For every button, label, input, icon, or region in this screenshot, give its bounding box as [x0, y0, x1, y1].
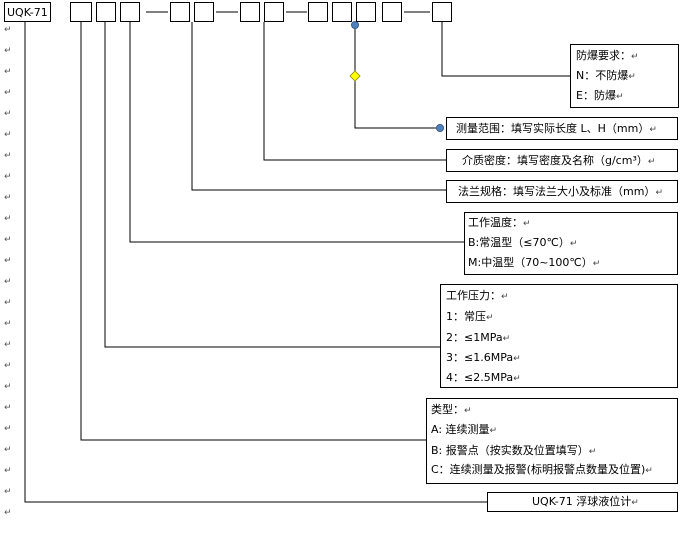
paragraph-mark: ↵ — [4, 277, 12, 287]
paragraph-mark: ↵ — [4, 256, 12, 266]
temperature-box: 工作温度：↵ B:常温型（≤70℃）↵ M:中温型（70~100℃）↵ — [464, 212, 678, 275]
paragraph-mark: ↵ — [4, 88, 12, 98]
code-slot-pressure — [96, 2, 116, 22]
explosion-box: 防爆要求：↵ N：不防爆↵ E：防爆↵ — [570, 44, 679, 108]
type-option-a: A: 连续测量↵ — [431, 423, 498, 436]
type-connector — [80, 22, 426, 441]
code-slot-temperature — [120, 2, 140, 22]
paragraph-mark: ↵ — [4, 445, 12, 455]
product-connector — [24, 22, 487, 503]
code-slot-range-4 — [382, 2, 402, 22]
paragraph-mark: ↵ — [4, 361, 12, 371]
explosion-option-e: E：防爆↵ — [576, 89, 624, 102]
explosion-connector — [441, 22, 570, 77]
flange-text: 法兰规格：填写法兰大小及标准（mm）↵ — [458, 185, 663, 198]
density-box: 介质密度：填写密度及名称（g/cm³）↵ — [446, 149, 678, 172]
paragraph-mark: ↵ — [4, 487, 12, 497]
code-slot-range-2 — [332, 2, 352, 22]
flange-connector — [191, 22, 446, 191]
type-option-c: C：连续测量及报警(标明报警点数量及位置)↵ — [431, 463, 653, 476]
paragraph-mark: ↵ — [4, 46, 12, 56]
density-connector — [263, 22, 446, 161]
explosion-title: 防爆要求：↵ — [576, 49, 639, 62]
connector-dot — [436, 124, 444, 132]
paragraph-mark: ↵ — [4, 319, 12, 329]
pressure-connector — [104, 22, 440, 348]
code-slot-range — [308, 2, 328, 22]
pressure-option-4: 4：≤2.5MPa↵ — [446, 371, 521, 384]
paragraph-mark: ↵ — [4, 193, 12, 203]
code-slot-type — [70, 2, 92, 22]
paragraph-mark: ↵ — [4, 172, 12, 182]
paragraph-mark: ↵ — [4, 25, 12, 35]
paragraph-mark: ↵ — [4, 151, 12, 161]
paragraph-mark: ↵ — [4, 298, 12, 308]
connector-dot — [351, 21, 359, 29]
paragraph-mark: ↵ — [4, 67, 12, 77]
temperature-option-b: B:常温型（≤70℃）↵ — [468, 236, 578, 249]
model-code: UQK-71 — [7, 6, 48, 19]
paragraph-mark: ↵ — [4, 109, 12, 119]
connector-diamond — [349, 70, 361, 82]
paragraph-mark: ↵ — [4, 340, 12, 350]
type-option-b: B: 报警点（按实数及位置填写）↵ — [431, 444, 597, 457]
paragraph-mark: ↵ — [4, 424, 12, 434]
pressure-title: 工作压力：↵ — [446, 289, 509, 302]
model-code-box: UQK-71 — [4, 2, 51, 22]
paragraph-mark: ↵ — [4, 403, 12, 413]
product-name: UQK-71 浮球液位计↵ — [532, 495, 639, 508]
type-title: 类型：↵ — [431, 403, 472, 416]
density-text: 介质密度：填写密度及名称（g/cm³）↵ — [462, 154, 656, 167]
temperature-title: 工作温度：↵ — [468, 216, 531, 229]
paragraph-mark: ↵ — [4, 130, 12, 140]
code-slot-density — [240, 2, 260, 22]
temperature-connector — [129, 22, 464, 243]
paragraph-mark: ↵ — [4, 466, 12, 476]
range-box: 测量范围：填写实际长度 L、H（mm）↵ — [446, 117, 678, 140]
paragraph-mark: ↵ — [4, 235, 12, 245]
code-slot-range-3 — [356, 2, 376, 22]
paragraph-mark: ↵ — [4, 214, 12, 224]
paragraph-mark: ↵ — [4, 382, 12, 392]
pressure-box: 工作压力：↵ 1：常压↵ 2：≤1MPa↵ 3：≤1.6MPa↵ 4：≤2.5M… — [440, 284, 678, 388]
code-slot-flange-2 — [194, 2, 214, 22]
code-slot-density-2 — [264, 2, 284, 22]
pressure-option-1: 1：常压↵ — [446, 310, 494, 323]
product-box: UQK-71 浮球液位计↵ — [487, 492, 678, 512]
range-connector — [354, 22, 440, 129]
code-slot-flange — [170, 2, 190, 22]
code-slot-explosion — [432, 2, 452, 22]
explosion-option-n: N：不防爆↵ — [576, 69, 636, 82]
pressure-option-3: 3：≤1.6MPa↵ — [446, 351, 521, 364]
type-box: 类型：↵ A: 连续测量↵ B: 报警点（按实数及位置填写）↵ C：连续测量及报… — [426, 398, 678, 484]
flange-box: 法兰规格：填写法兰大小及标准（mm）↵ — [446, 180, 678, 203]
paragraph-mark: ↵ — [4, 508, 12, 518]
range-text: 测量范围：填写实际长度 L、H（mm）↵ — [456, 122, 657, 135]
pressure-option-2: 2：≤1MPa↵ — [446, 331, 511, 344]
temperature-option-m: M:中温型（70~100℃）↵ — [468, 256, 601, 269]
